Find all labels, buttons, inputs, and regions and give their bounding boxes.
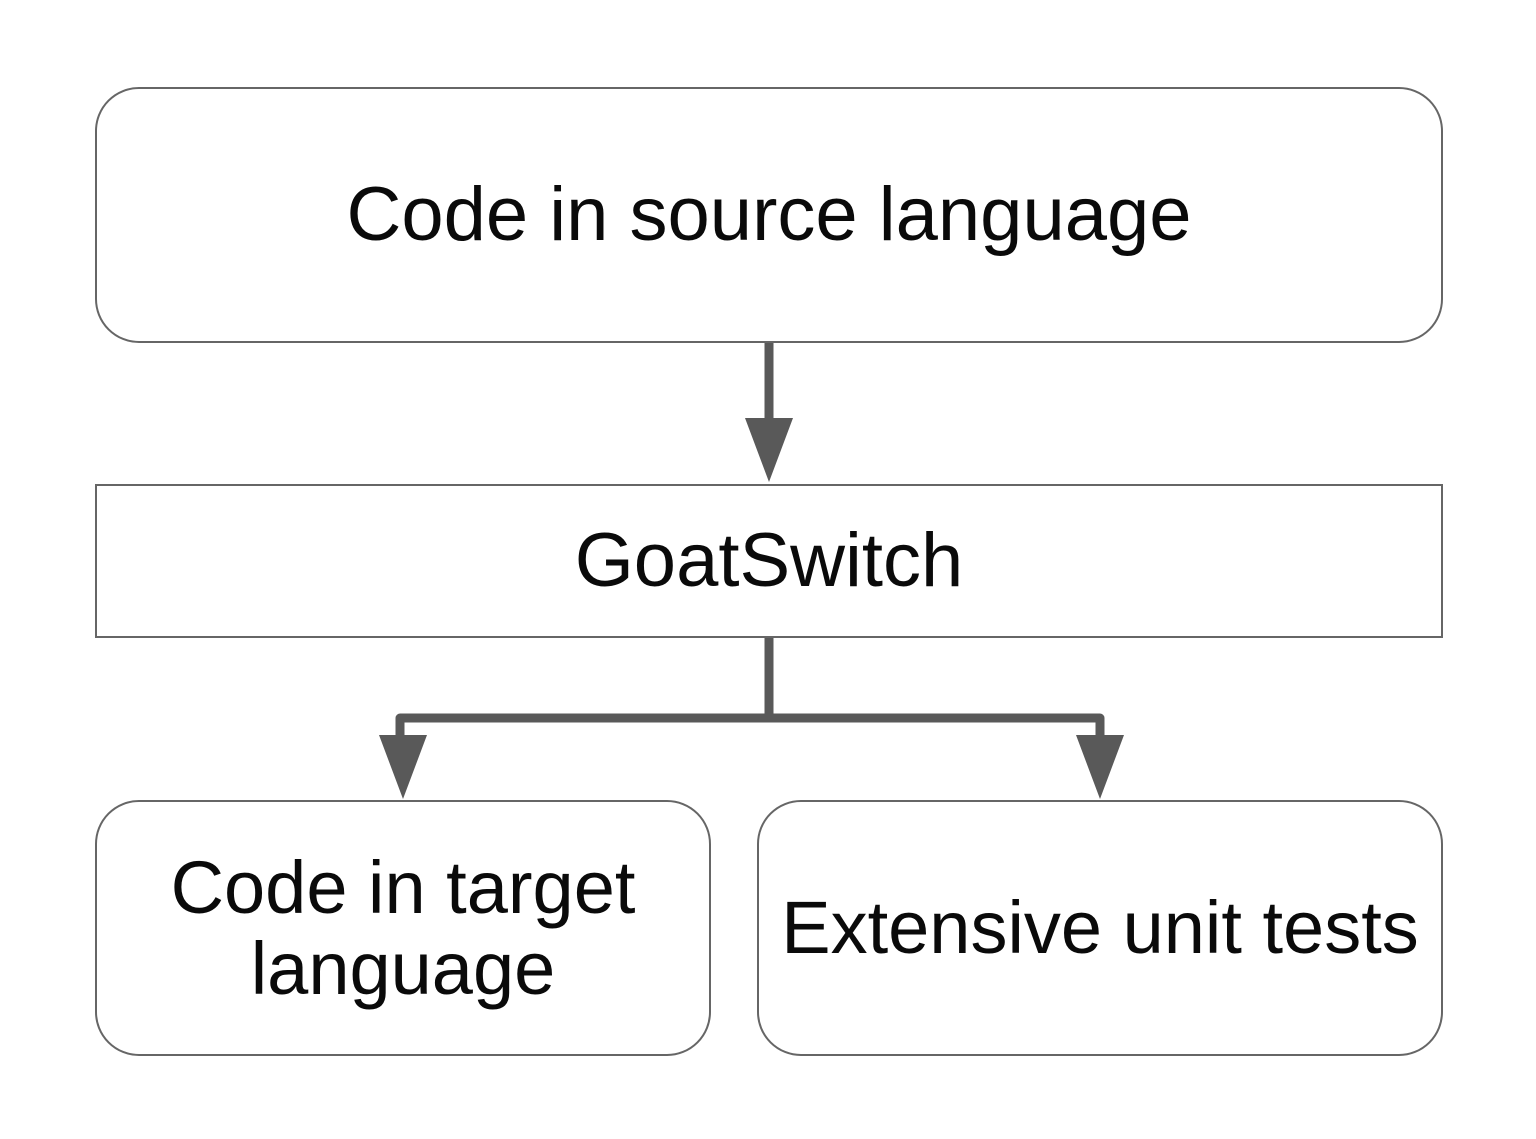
- node-target-code: Code in target language: [95, 800, 711, 1056]
- node-source-code: Code in source language: [95, 87, 1443, 343]
- node-label: Code in source language: [346, 172, 1192, 258]
- edge-goatswitch-to-tests: [1076, 735, 1124, 799]
- node-label: Extensive unit tests: [781, 886, 1419, 970]
- arrowhead-icon: [745, 418, 793, 482]
- node-goatswitch: GoatSwitch: [95, 484, 1443, 638]
- arrowhead-icon: [1076, 735, 1124, 799]
- edge-goatswitch-to-target: [379, 735, 427, 799]
- node-unit-tests: Extensive unit tests: [757, 800, 1443, 1056]
- node-label: GoatSwitch: [574, 518, 964, 604]
- node-label: Code in target language: [170, 845, 636, 1010]
- edge-goatswitch-split: [395, 638, 1105, 738]
- edge-source-to-goatswitch: [745, 343, 793, 482]
- arrowhead-icon: [379, 735, 427, 799]
- edge-branch-line: [395, 713, 1105, 738]
